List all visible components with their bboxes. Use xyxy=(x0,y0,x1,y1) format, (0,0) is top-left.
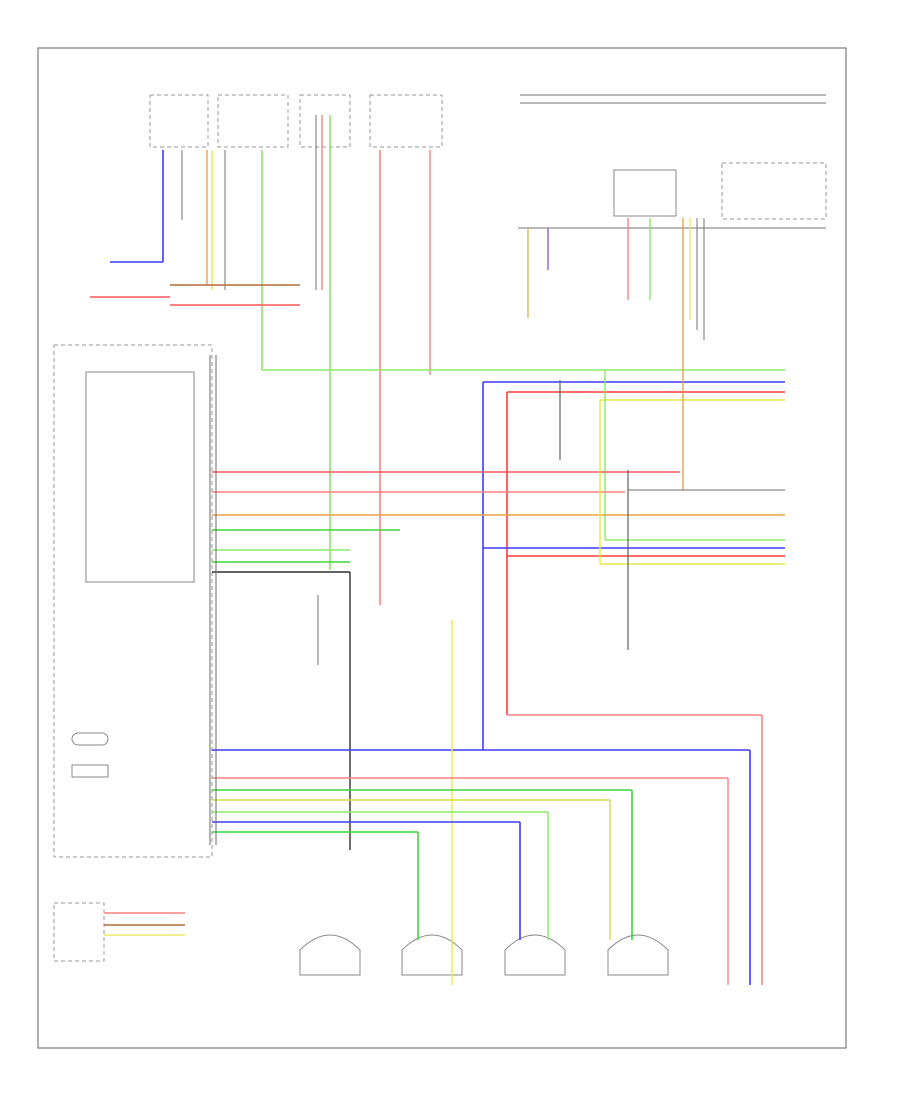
fuse-box-mid xyxy=(217,94,289,148)
sensor-left-rear xyxy=(401,934,463,976)
diagram-frame xyxy=(37,47,847,1049)
sensor-left-front xyxy=(299,934,361,976)
relay-box-right xyxy=(613,169,677,217)
fuse-box-left xyxy=(149,94,209,148)
sensor-right-rear xyxy=(504,934,566,976)
ecu-upper-right xyxy=(721,162,827,220)
motor-symbol xyxy=(71,764,109,778)
switch-box-bottom-left xyxy=(53,902,105,962)
sensor-right-front xyxy=(607,934,669,976)
vsa-control-unit xyxy=(53,344,213,858)
connector-pins-ecu xyxy=(209,355,217,845)
solenoid-symbol xyxy=(71,732,109,746)
fuse-box-center xyxy=(299,94,351,148)
control-unit-inner xyxy=(85,371,195,583)
fuse-box-right xyxy=(369,94,443,148)
